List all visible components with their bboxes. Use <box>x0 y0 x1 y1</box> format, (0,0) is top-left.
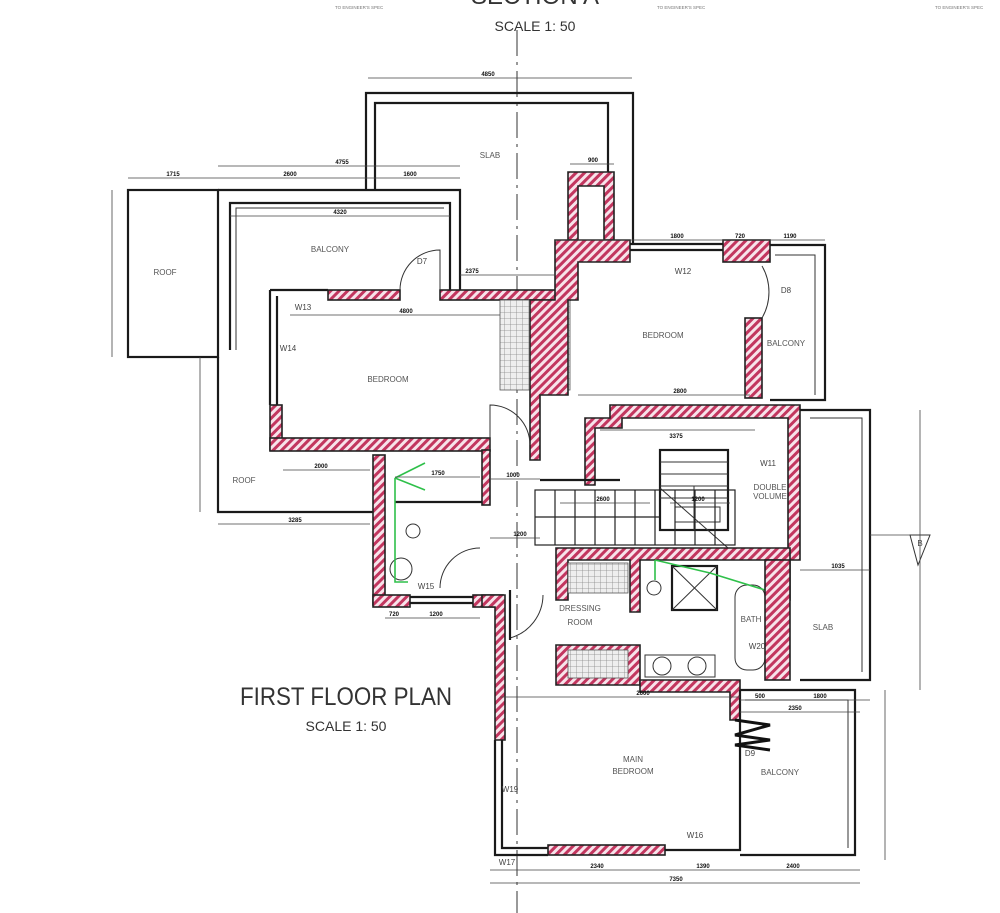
section-marker: B <box>870 534 931 567</box>
svg-text:1600: 1600 <box>403 172 417 178</box>
bedroom-right: BEDROOM <box>529 239 771 461</box>
balcony-top: BALCONY <box>228 201 452 350</box>
svg-text:4800: 4800 <box>399 309 413 315</box>
balcony-right: BALCONY <box>767 243 827 402</box>
svg-text:D7: D7 <box>417 257 428 266</box>
bedroom-left: BEDROOM <box>268 249 571 452</box>
svg-text:2400: 2400 <box>786 864 800 870</box>
svg-text:W13: W13 <box>295 303 312 312</box>
svg-text:1390: 1390 <box>696 864 710 870</box>
svg-text:W11: W11 <box>760 459 776 468</box>
svg-text:DOUBLE: DOUBLE <box>754 483 787 492</box>
svg-text:W19: W19 <box>502 785 519 794</box>
svg-text:W20: W20 <box>749 642 766 651</box>
svg-text:W17: W17 <box>499 858 516 867</box>
svg-text:BALCONY: BALCONY <box>767 339 806 348</box>
opening-tags: W11 W12 W13 W14 W15 W16 W17 W19 W20 D7 D… <box>280 257 792 867</box>
svg-text:MAIN: MAIN <box>623 755 643 764</box>
svg-text:4755: 4755 <box>335 160 349 166</box>
svg-text:BALCONY: BALCONY <box>311 245 350 254</box>
svg-text:ROOM: ROOM <box>568 618 593 627</box>
svg-text:720: 720 <box>735 234 746 240</box>
svg-text:4320: 4320 <box>333 210 347 216</box>
svg-text:W15: W15 <box>418 582 435 591</box>
svg-text:720: 720 <box>389 612 400 618</box>
svg-text:BEDROOM: BEDROOM <box>367 375 409 384</box>
svg-text:W12: W12 <box>675 267 692 276</box>
svg-text:1200: 1200 <box>691 497 705 503</box>
chimney <box>567 171 615 241</box>
svg-text:4850: 4850 <box>481 72 495 78</box>
section-scale: SCALE 1: 50 <box>495 18 576 34</box>
svg-text:VOLUME: VOLUME <box>753 492 787 501</box>
svg-text:1715: 1715 <box>166 172 180 178</box>
main-bedroom: MAIN BEDROOM <box>481 594 771 857</box>
plan-scale: SCALE 1: 50 <box>306 718 387 734</box>
svg-text:SLAB: SLAB <box>813 623 833 632</box>
svg-text:2600: 2600 <box>596 497 610 503</box>
stamp-text: TO ENGINEER'S SPEC <box>335 5 384 10</box>
svg-text:900: 900 <box>588 158 599 164</box>
svg-text:2340: 2340 <box>590 864 604 870</box>
svg-text:1000: 1000 <box>506 473 520 479</box>
svg-text:7350: 7350 <box>669 877 683 883</box>
slab-right: SLAB <box>800 408 872 682</box>
bathroom-right: BATH <box>639 559 791 721</box>
svg-text:BALCONY: BALCONY <box>761 768 800 777</box>
svg-text:1200: 1200 <box>429 612 443 618</box>
svg-text:1035: 1035 <box>831 564 845 570</box>
dimension-lines <box>111 77 921 884</box>
svg-text:2600: 2600 <box>636 691 650 697</box>
section-title: SECTION A <box>471 0 599 10</box>
svg-text:2600: 2600 <box>283 172 297 178</box>
svg-text:SLAB: SLAB <box>480 151 500 160</box>
svg-text:D8: D8 <box>781 286 792 295</box>
svg-text:500: 500 <box>755 694 766 700</box>
dimension-values: 4850 1715 2600 1600 4755 4320 900 1800 7… <box>166 72 845 883</box>
svg-text:3375: 3375 <box>669 434 683 440</box>
svg-text:1750: 1750 <box>431 471 445 477</box>
svg-text:2000: 2000 <box>314 464 328 470</box>
svg-text:BEDROOM: BEDROOM <box>642 331 684 340</box>
roof-lower: ROOF <box>216 357 375 514</box>
svg-text:ROOF: ROOF <box>153 268 176 277</box>
stamp-text: TO ENGINEER'S SPEC <box>657 5 706 10</box>
svg-text:W16: W16 <box>687 831 704 840</box>
svg-text:2350: 2350 <box>788 706 802 712</box>
svg-text:1190: 1190 <box>783 234 797 240</box>
svg-text:1800: 1800 <box>813 694 827 700</box>
svg-text:D9: D9 <box>745 749 756 758</box>
svg-text:1800: 1800 <box>670 234 684 240</box>
svg-text:W14: W14 <box>280 344 297 353</box>
svg-text:1200: 1200 <box>513 532 527 538</box>
balcony-bottom: BALCONY <box>740 688 857 857</box>
svg-text:ROOF: ROOF <box>232 476 255 485</box>
svg-text:2375: 2375 <box>465 269 479 275</box>
svg-text:BEDROOM: BEDROOM <box>612 767 654 776</box>
svg-text:DRESSING: DRESSING <box>559 604 601 613</box>
svg-text:3285: 3285 <box>288 518 302 524</box>
stamp-text: TO ENGINEER'S SPEC <box>935 5 984 10</box>
svg-text:BATH: BATH <box>741 615 762 624</box>
roof-left: ROOF <box>126 188 462 359</box>
svg-text:2800: 2800 <box>673 389 687 395</box>
plan-title: FIRST FLOOR PLAN <box>240 683 452 711</box>
stair-hall: DOUBLE VOLUME <box>489 404 801 561</box>
slab-top: SLAB <box>364 91 635 245</box>
